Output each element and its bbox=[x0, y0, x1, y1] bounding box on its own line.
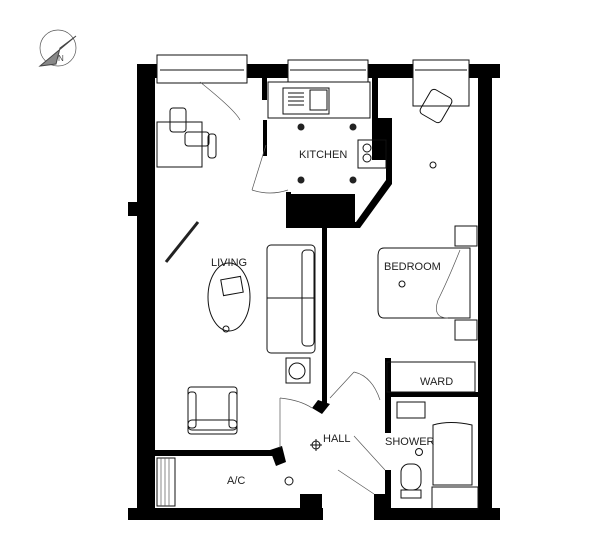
living-furniture bbox=[156, 81, 316, 448]
windows bbox=[156, 54, 470, 107]
room-label-shower: SHOWER bbox=[385, 436, 435, 448]
kitchen-fittings bbox=[251, 81, 387, 194]
bathroom-fittings bbox=[329, 371, 479, 510]
bedroom-furniture bbox=[377, 88, 478, 393]
room-label-living: LIVING bbox=[211, 257, 247, 269]
ac-fittings bbox=[156, 439, 322, 507]
room-label-hall: HALL bbox=[323, 433, 351, 445]
room-label-bedroom: BEDROOM bbox=[384, 261, 441, 273]
room-label-kitchen: KITCHEN bbox=[299, 149, 347, 161]
room-label-ac: A/C bbox=[227, 475, 245, 487]
svg-text:N: N bbox=[58, 54, 64, 63]
room-label-ward: WARD bbox=[420, 376, 453, 388]
north-compass-icon: N bbox=[38, 29, 77, 67]
interior-walls bbox=[155, 78, 478, 510]
